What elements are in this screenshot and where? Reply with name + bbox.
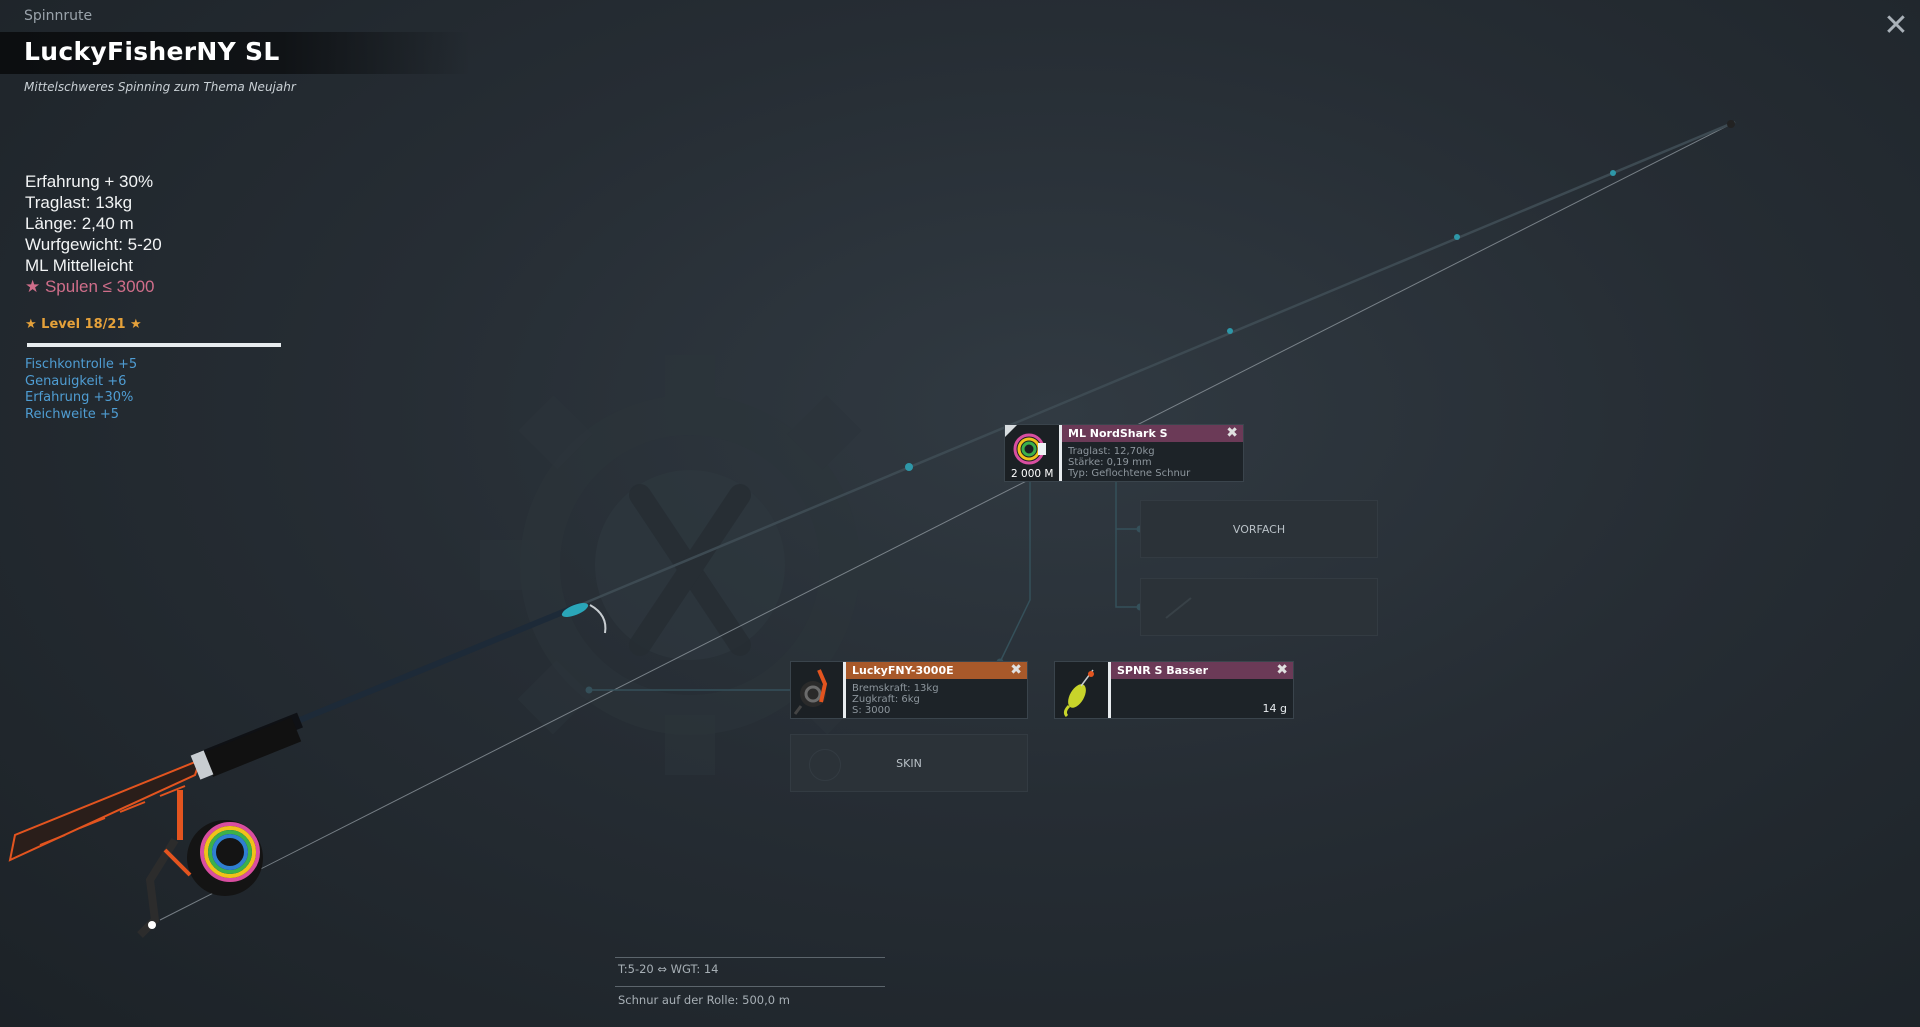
- level-label: ★ Level 18/21 ★: [25, 317, 142, 332]
- gear-watermark-icon: [480, 355, 900, 775]
- level-progress-bar: [27, 343, 281, 347]
- reel-thumbnail: [791, 662, 843, 718]
- line-length: 2 000 M: [1011, 468, 1054, 480]
- item-category: Spinnrute: [24, 8, 93, 24]
- leader-slot[interactable]: VORFACH: [1140, 500, 1378, 558]
- slot-divider: [843, 662, 846, 718]
- line-info: Traglast: 12,70kg Stärke: 0,19 mm Typ: G…: [1068, 446, 1190, 479]
- spinning-reel-icon: [793, 669, 828, 715]
- title-bar: [0, 32, 470, 74]
- bonus-item: Genauigkeit +6: [25, 373, 127, 389]
- hook-slot[interactable]: [1140, 578, 1378, 636]
- line-info-diameter: Stärke: 0,19 mm: [1068, 457, 1152, 468]
- close-icon[interactable]: ✕: [1883, 8, 1909, 43]
- line-slot[interactable]: 2 000 M ML NordShark S ✖ Traglast: 12,70…: [1004, 424, 1244, 482]
- reel-slot[interactable]: LuckyFNY-3000E ✖ Bremskraft: 13kg Zugkra…: [790, 661, 1028, 719]
- remove-lure-icon[interactable]: ✖: [1276, 662, 1288, 678]
- stat-action: ML Mittelleicht: [25, 256, 134, 275]
- skin-slot-label: SKIN: [896, 757, 922, 770]
- slot-divider: [1108, 662, 1111, 718]
- bonus-list: Fischkontrolle +5 Genauigkeit +6 Erfahru…: [25, 357, 137, 423]
- lure-name-header: SPNR S Basser ✖: [1111, 662, 1293, 679]
- bonus-item: Fischkontrolle +5: [25, 357, 138, 372]
- stat-length: Länge: 2,40 m: [25, 214, 134, 233]
- lure-slot[interactable]: SPNR S Basser ✖ 14 g: [1054, 661, 1294, 719]
- stat-load: Traglast: 13kg: [25, 193, 133, 212]
- footer-divider-top: [615, 957, 885, 958]
- line-info-type: Typ: Geflochtene Schnur: [1068, 468, 1191, 479]
- braided-line-spool-icon: [1005, 425, 1046, 465]
- rod-title: LuckyFisherNY SL: [24, 37, 280, 66]
- reel-name-header: LuckyFNY-3000E ✖: [846, 662, 1027, 679]
- footer-divider-bottom: [615, 986, 885, 987]
- spinner-lure-icon: [1063, 669, 1094, 718]
- lure-thumbnail: [1055, 662, 1108, 718]
- line-info-load: Traglast: 12,70kg: [1068, 446, 1155, 457]
- rod-subtitle: Mittelschweres Spinning zum Thema Neujah…: [24, 80, 296, 94]
- bonus-item: Reichweite +5: [25, 406, 120, 422]
- tackle-summary: T:5-20 ⇔ WGT: 14: [618, 962, 719, 976]
- bonus-item: Erfahrung +30%: [25, 390, 134, 405]
- stat-experience: Erfahrung + 30%: [25, 172, 154, 191]
- line-thumbnail: 2 000 M: [1005, 425, 1059, 481]
- line-name-header: ML NordShark S ✖: [1062, 425, 1243, 442]
- reel-info: Bremskraft: 13kg Zugkraft: 6kg S: 3000: [852, 683, 939, 716]
- rod-stats: Erfahrung + 30% Traglast: 13kg Länge: 2,…: [25, 171, 162, 297]
- reel-info-pull: Zugkraft: 6kg: [852, 694, 920, 705]
- reel-name: LuckyFNY-3000E: [852, 664, 954, 677]
- remove-line-icon[interactable]: ✖: [1226, 425, 1238, 441]
- remove-reel-icon[interactable]: ✖: [1010, 662, 1022, 678]
- reel-info-drag: Bremskraft: 13kg: [852, 683, 939, 694]
- line-on-reel: Schnur auf der Rolle: 500,0 m: [618, 993, 790, 1007]
- stat-spool: ★ Spulen ≤ 3000: [25, 277, 155, 296]
- lure-name: SPNR S Basser: [1117, 664, 1209, 677]
- stat-casting-weight: Wurfgewicht: 5-20: [25, 235, 162, 254]
- reel-info-size: S: 3000: [852, 705, 891, 716]
- skin-slot[interactable]: SKIN: [790, 734, 1028, 792]
- hook-placeholder-icon: [1165, 597, 1192, 619]
- leader-slot-label: VORFACH: [1232, 523, 1286, 536]
- line-name: ML NordShark S: [1068, 427, 1168, 440]
- skin-placeholder-icon: [809, 749, 841, 781]
- slot-divider: [1059, 425, 1062, 481]
- lure-weight: 14 g: [1262, 702, 1287, 715]
